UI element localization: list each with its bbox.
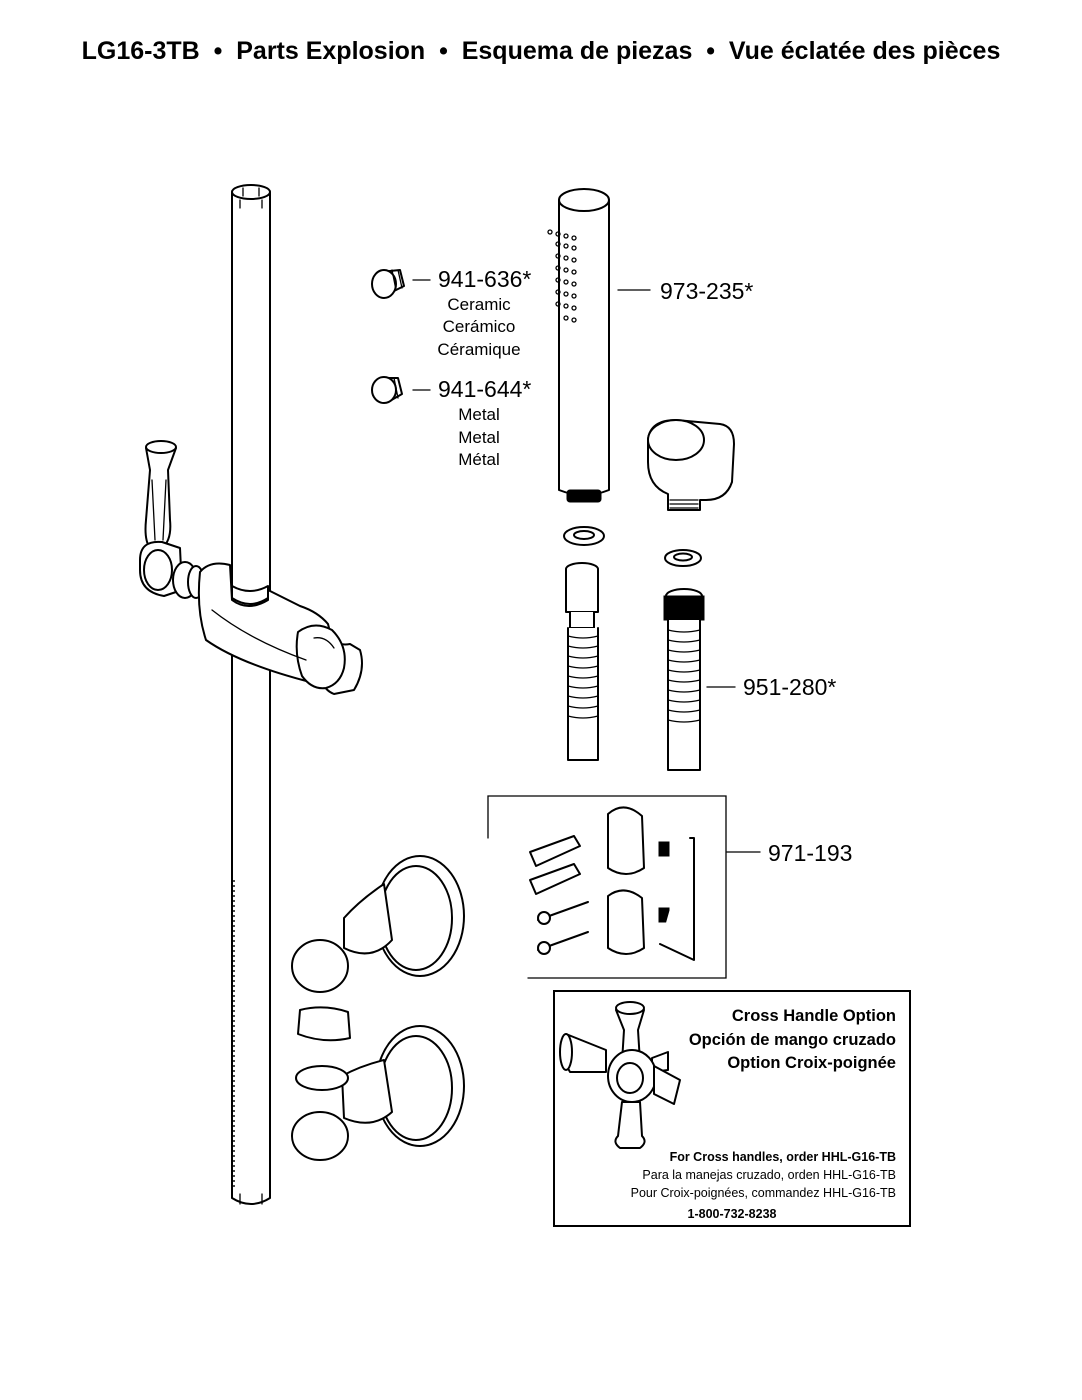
hose-left-illustration: [565, 562, 599, 761]
slide-bar-illustration: [231, 184, 271, 1205]
valve-trim-illustration: [291, 855, 465, 1161]
part-desc-ceramic-en: Ceramic: [447, 295, 511, 314]
wall-supply-elbow-illustration: [647, 419, 735, 511]
option-heading-fr: Option Croix-poignée: [727, 1054, 896, 1072]
part-number-951-280: 951-280*: [743, 674, 836, 700]
metal-cap-illustration: [371, 376, 403, 404]
ceramic-cap-illustration: [371, 269, 405, 299]
part-number-941-636: 941-636*: [438, 266, 531, 292]
phone-number: 1-800-732-8238: [688, 1207, 777, 1221]
order-note-fr: Pour Croix-poignées, commandez HHL-G16-T…: [631, 1186, 896, 1200]
page-title: LG16-3TB • Parts Explosion • Esquema de …: [82, 37, 1001, 65]
part-number-973-235: 973-235*: [660, 278, 753, 304]
option-heading-en: Cross Handle Option: [732, 1007, 896, 1025]
part-number-971-193: 971-193: [768, 840, 852, 866]
order-note-es: Para la manejas cruzado, orden HHL-G16-T…: [642, 1168, 896, 1182]
cross-handle-option-box: Cross Handle Option Opción de mango cruz…: [553, 990, 911, 1227]
option-heading-es: Opción de mango cruzado: [689, 1031, 896, 1049]
hose-right-illustration: [663, 588, 705, 771]
slider-handle-illustration: [139, 440, 363, 695]
washer-left: [563, 526, 605, 546]
part-desc-ceramic-es: Cerámico: [443, 317, 516, 336]
hardware-kit-box: [487, 795, 727, 979]
cross-handle-illustration: [559, 1001, 681, 1149]
order-note-en: For Cross handles, order HHL-G16-TB: [670, 1150, 896, 1164]
washer-right: [664, 549, 702, 567]
hand-shower-illustration: [547, 188, 610, 503]
part-number-941-644: 941-644*: [438, 376, 531, 402]
part-desc-metal-en: Metal: [458, 405, 500, 424]
part-desc-metal-es: Metal: [458, 428, 500, 447]
part-desc-metal-fr: Métal: [458, 450, 500, 469]
part-desc-ceramic-fr: Céramique: [437, 340, 520, 359]
spray-nozzles: [547, 229, 577, 323]
